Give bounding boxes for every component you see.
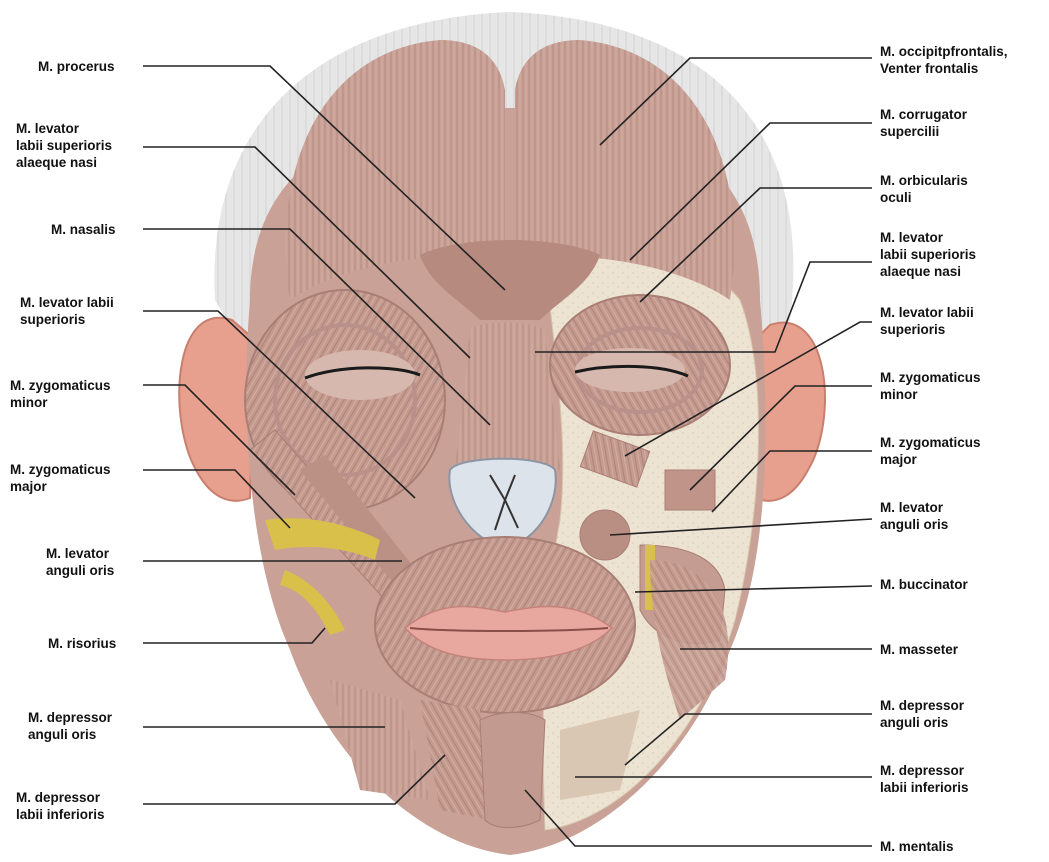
label-buccinator-right: M. buccinator (880, 576, 968, 593)
label-occipitofrontalis-right: M. occipitpfrontalis, Venter frontalis (880, 43, 1008, 77)
label-mentalis-right: M. mentalis (880, 838, 954, 855)
label-zygomaticus-major-left: M. zygomaticus major (10, 461, 111, 495)
label-levator-anguli-oris-right: M. levator anguli oris (880, 499, 948, 533)
label-levator-labii-alaeque-nasi-right: M. levator labii superioris alaeque nasi (880, 229, 976, 280)
label-procerus-left: M. procerus (38, 58, 115, 75)
label-levator-labii-superioris-left: M. levator labii superioris (20, 294, 114, 328)
label-zygomaticus-minor-right: M. zygomaticus minor (880, 369, 981, 403)
left-ear (179, 318, 255, 501)
label-zygomaticus-major-right: M. zygomaticus major (880, 434, 981, 468)
label-masseter-right: M. masseter (880, 641, 958, 658)
label-orbicularis-oculi-right: M. orbicularis oculi (880, 172, 968, 206)
label-levator-anguli-oris-left: M. levator anguli oris (46, 545, 114, 579)
label-zygomaticus-minor-left: M. zygomaticus minor (10, 377, 111, 411)
label-levator-labii-superioris-right: M. levator labii superioris (880, 304, 974, 338)
label-nasalis-left: M. nasalis (51, 221, 116, 238)
label-depressor-labii-inferioris-left: M. depressor labii inferioris (16, 789, 105, 823)
label-depressor-anguli-oris-left: M. depressor anguli oris (28, 709, 112, 743)
label-corrugator-supercilii-right: M. corrugator supercilii (880, 106, 967, 140)
mentalis (480, 713, 545, 828)
nasalis (455, 323, 560, 471)
label-risorius-left: M. risorius (48, 635, 116, 652)
label-levator-labii-alaeque-nasi-left: M. levator labii superioris alaeque nasi (16, 120, 112, 171)
label-depressor-labii-inferioris-right: M. depressor labii inferioris (880, 762, 969, 796)
label-depressor-anguli-oris-right: M. depressor anguli oris (880, 697, 964, 731)
